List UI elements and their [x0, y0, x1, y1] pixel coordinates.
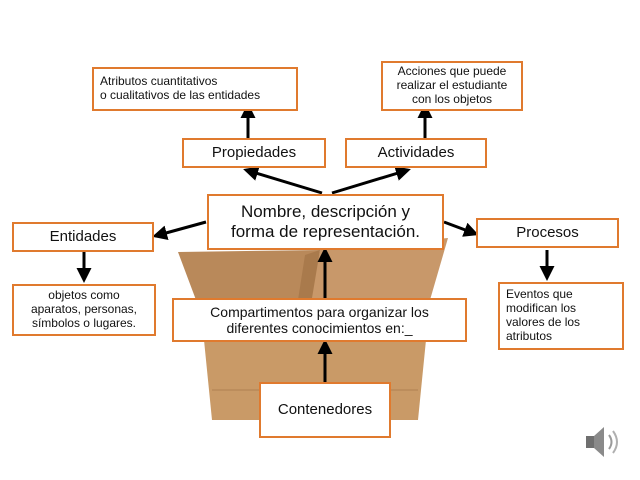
entities-label: Entidades — [49, 228, 117, 246]
connector-arrows — [76, 103, 555, 382]
containers-label: Contenedores — [277, 401, 373, 419]
center-box: Nombre, descripción y forma de represent… — [207, 194, 444, 250]
entities-detail-text: objetos como aparatos, personas, símbolo… — [30, 288, 138, 330]
activities-box: Actividades — [345, 138, 487, 168]
processes-detail-text: Eventos que modifican los valores de los… — [506, 287, 581, 343]
compartments-text: Compartimentos para organizar los difere… — [210, 303, 429, 336]
arrow-to-properties — [243, 166, 323, 195]
properties-detail-text: Atributos cuantitativos o cualitativos d… — [100, 74, 261, 102]
arrow-to-entities — [152, 220, 207, 241]
properties-box: Propiedades — [182, 138, 326, 168]
center-text: Nombre, descripción y forma de represent… — [231, 202, 420, 241]
containers-box: Contenedores — [259, 382, 391, 438]
processes-label: Procesos — [516, 224, 579, 242]
activities-label: Actividades — [377, 144, 455, 162]
processes-box: Procesos — [476, 218, 619, 248]
arrow-to-activities — [331, 166, 411, 195]
entities-detail-box: objetos como aparatos, personas, símbolo… — [12, 284, 156, 336]
arrow-to-processes — [443, 220, 479, 237]
properties-detail-box: Atributos cuantitativos o cualitativos d… — [92, 67, 298, 111]
compartments-box: Compartimentos para organizar los difere… — [172, 298, 467, 342]
activities-detail-box: Acciones que puede realizar el estudiant… — [381, 61, 523, 111]
properties-label: Propiedades — [211, 144, 297, 162]
activities-detail-text: Acciones que puede realizar el estudiant… — [396, 64, 508, 106]
speaker-icon[interactable] — [582, 422, 626, 462]
entities-box: Entidades — [12, 222, 154, 252]
processes-detail-box: Eventos que modifican los valores de los… — [498, 282, 624, 350]
